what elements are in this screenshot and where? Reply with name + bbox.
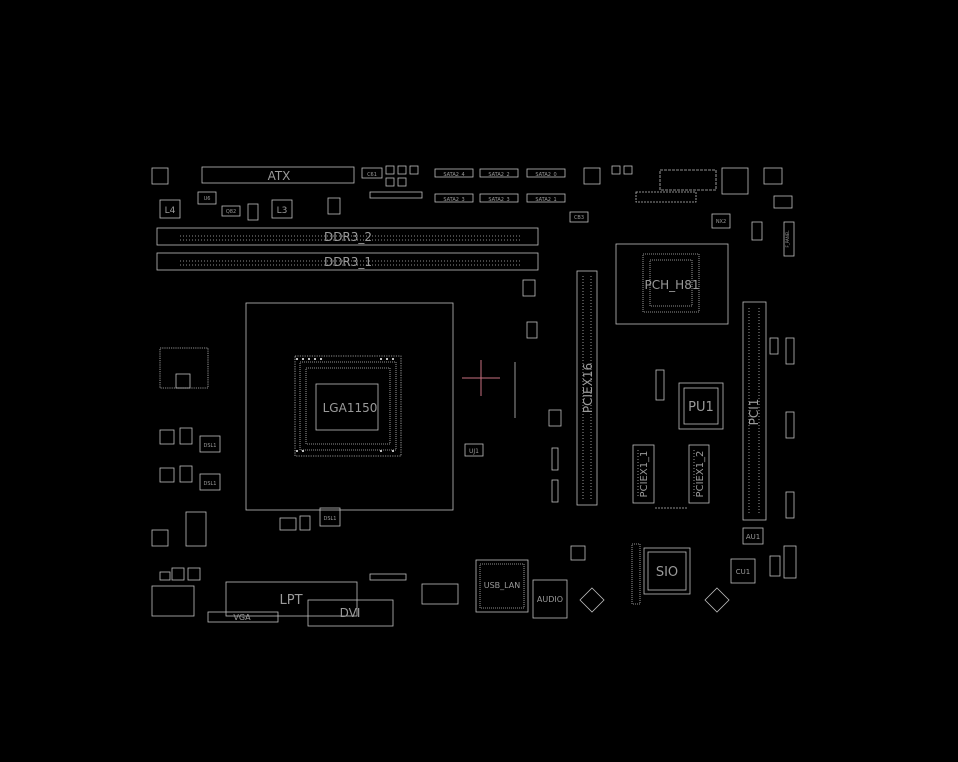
label-sata2-3b: SATA2_3	[488, 197, 509, 203]
pci-slot[interactable]	[742, 301, 767, 521]
label-sata2-0: SATA2_0	[535, 172, 556, 178]
label-sata2-1: SATA2_1	[535, 197, 556, 203]
crystal-right[interactable]	[704, 587, 730, 613]
chip-nx2[interactable]	[711, 213, 731, 229]
label-pch: PCH_H81	[645, 278, 700, 292]
chip-uj1[interactable]	[464, 443, 484, 457]
atx-connector[interactable]	[201, 166, 355, 184]
label-cu1: CU1	[736, 568, 750, 576]
label-dsl1-b: DSL1	[204, 481, 217, 487]
label-au1: AU1	[746, 533, 760, 541]
chip-top-right-b[interactable]	[763, 167, 783, 185]
label-lpt: LPT	[279, 593, 302, 608]
label-pci1: PCI1	[747, 399, 761, 426]
dsl1-b[interactable]	[199, 473, 221, 491]
label-cpu-socket: LGA1150	[323, 401, 378, 415]
chip-c61[interactable]	[361, 167, 383, 179]
label-sio: SIO	[656, 565, 678, 580]
cpu-socket[interactable]	[245, 302, 454, 511]
inductor-l3[interactable]	[271, 199, 293, 219]
label-uj1: UJ1	[469, 448, 479, 455]
label-chip-cb3: CB3	[574, 215, 584, 221]
pch-chip[interactable]	[615, 243, 729, 325]
label-vga: VGA	[233, 613, 251, 622]
front-panel-header[interactable]	[783, 221, 795, 257]
label-chip-q82: Q82	[226, 209, 236, 215]
chip-top-right-a[interactable]	[721, 167, 749, 195]
label-usb-lan: USB_LAN	[484, 581, 521, 590]
sata-connector-2[interactable]	[479, 168, 519, 178]
label-pciex1-2: PCIEX1_2	[695, 451, 706, 498]
label-sata2-2: SATA2_2	[488, 172, 509, 178]
label-pciex16: PCIEX16	[581, 363, 595, 413]
label-chip-nx2: NX2	[716, 219, 726, 225]
label-dvi: DVI	[340, 606, 361, 620]
label-chip-u6: U6	[204, 196, 211, 202]
inductor-l4[interactable]	[159, 199, 181, 219]
sata-connector-2b[interactable]	[479, 193, 519, 203]
probe-cursor-icon	[462, 360, 500, 396]
au1-chip[interactable]	[742, 527, 764, 545]
component-top-left-square[interactable]	[151, 167, 169, 185]
sata-connector-4[interactable]	[434, 168, 474, 178]
label-ddr3-1: DDR3_1	[324, 255, 372, 269]
pciex1-slot-1[interactable]	[632, 444, 655, 504]
vga-connector[interactable]	[207, 611, 279, 623]
label-l4: L4	[165, 206, 176, 216]
lpt-header[interactable]	[225, 581, 358, 617]
pu1-chip[interactable]	[678, 382, 724, 430]
crystal-left[interactable]	[579, 587, 605, 613]
sata-connector-3[interactable]	[434, 193, 474, 203]
pciex16-slot[interactable]	[576, 270, 598, 506]
usb-lan-connector[interactable]	[475, 559, 529, 613]
chip-u6[interactable]	[197, 191, 217, 205]
cu1-chip[interactable]	[730, 558, 756, 584]
label-pciex1-1: PCIEX1_1	[639, 451, 650, 498]
label-audio: AUDIO	[537, 595, 563, 604]
label-pu1: PU1	[688, 400, 714, 415]
label-dsl1-c: DSL1	[324, 516, 337, 522]
chip-cb3[interactable]	[569, 211, 589, 223]
label-front-panel: F_PANEL	[785, 230, 790, 248]
dsl1-c[interactable]	[319, 507, 341, 527]
sio-chip[interactable]	[643, 547, 691, 595]
label-chip-c61: C61	[367, 172, 377, 178]
ddr3-slot-1[interactable]	[156, 252, 539, 271]
pciex1-slot-2[interactable]	[688, 444, 710, 504]
label-sata2-3: SATA2_3	[443, 197, 464, 203]
sata-connector-0[interactable]	[526, 168, 566, 178]
label-atx: ATX	[268, 169, 291, 183]
chip-q82[interactable]	[221, 205, 241, 217]
label-l3: L3	[277, 206, 288, 216]
label-sata2-4: SATA2_4	[443, 172, 464, 178]
audio-connector[interactable]	[532, 579, 568, 619]
ddr3-slot-2[interactable]	[156, 227, 539, 246]
dvi-connector[interactable]	[307, 599, 394, 627]
label-ddr3-2: DDR3_2	[324, 230, 372, 244]
label-dsl1-a: DSL1	[204, 443, 217, 449]
sata-connector-1[interactable]	[526, 193, 566, 203]
dsl1-a[interactable]	[199, 435, 221, 453]
